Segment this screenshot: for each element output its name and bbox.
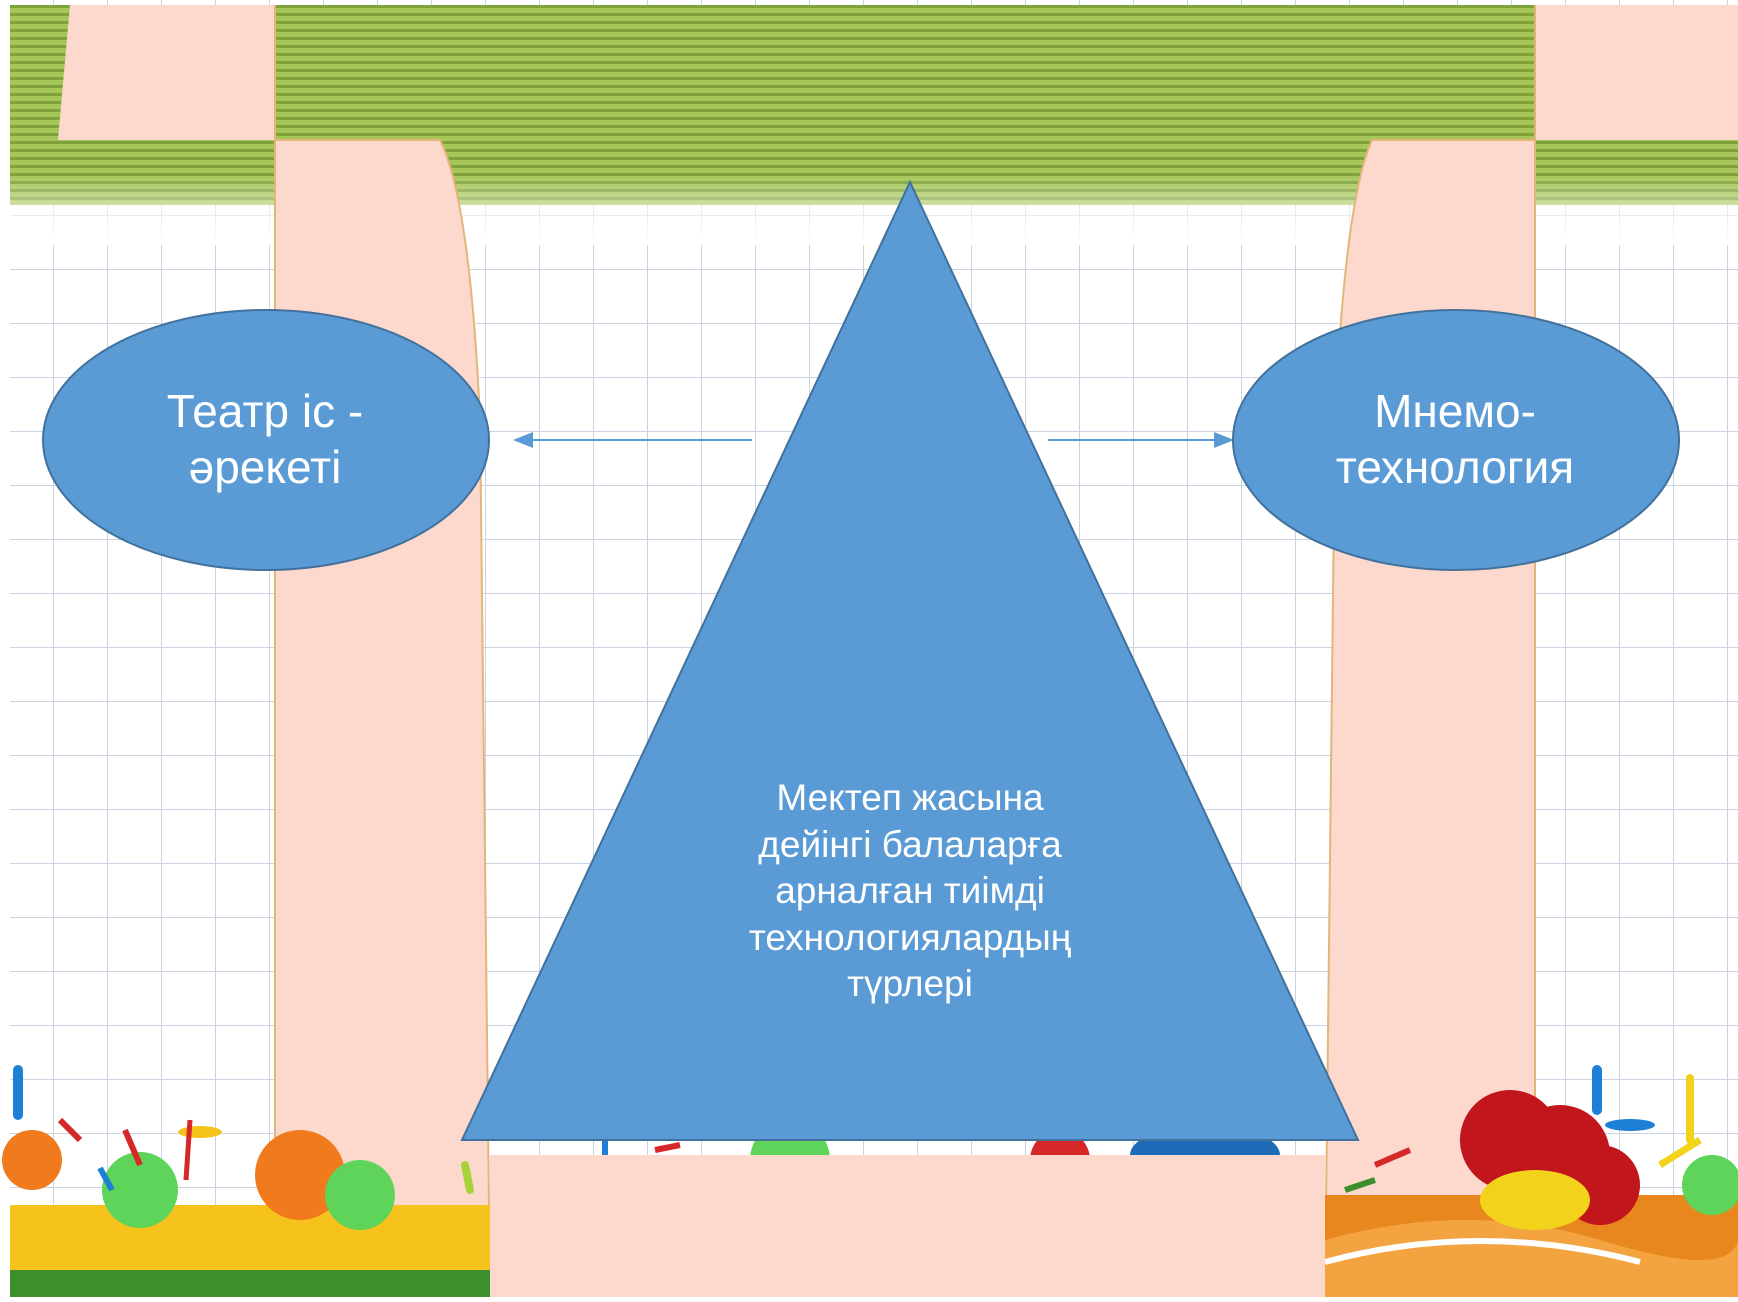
left-top-block — [58, 5, 275, 140]
right-label-line-2: технология — [1335, 441, 1575, 494]
triangle-label-line-2: дейінгі балаларға — [758, 823, 1062, 865]
right-ellipse-label: Мнемо- технология — [1235, 383, 1675, 495]
triangle-label-line-4: технологиялардың — [748, 916, 1072, 958]
right-top-block — [1535, 5, 1738, 140]
left-label-line-2: әрекеті — [188, 441, 342, 494]
right-label-line-1: Мнемо- — [1374, 385, 1536, 437]
triangle-label-line-1: Мектеп жасына — [776, 777, 1044, 818]
right-ellipse — [1232, 309, 1680, 571]
left-ellipse — [42, 309, 490, 571]
triangle-label-line-5: түрлері — [847, 963, 973, 1005]
triangle-label-line-3: арналған тиімді — [775, 870, 1045, 912]
left-ellipse-label: Театр іс - әрекеті — [45, 383, 485, 495]
triangle-label: Мектеп жасына дейінгі балаларға арналған… — [620, 775, 1200, 1008]
left-label-line-1: Театр іс - — [166, 385, 364, 437]
center-triangle — [460, 179, 1360, 1141]
ground-decoration-right — [1324, 1065, 1738, 1297]
ground-decoration-left — [2, 1065, 490, 1297]
